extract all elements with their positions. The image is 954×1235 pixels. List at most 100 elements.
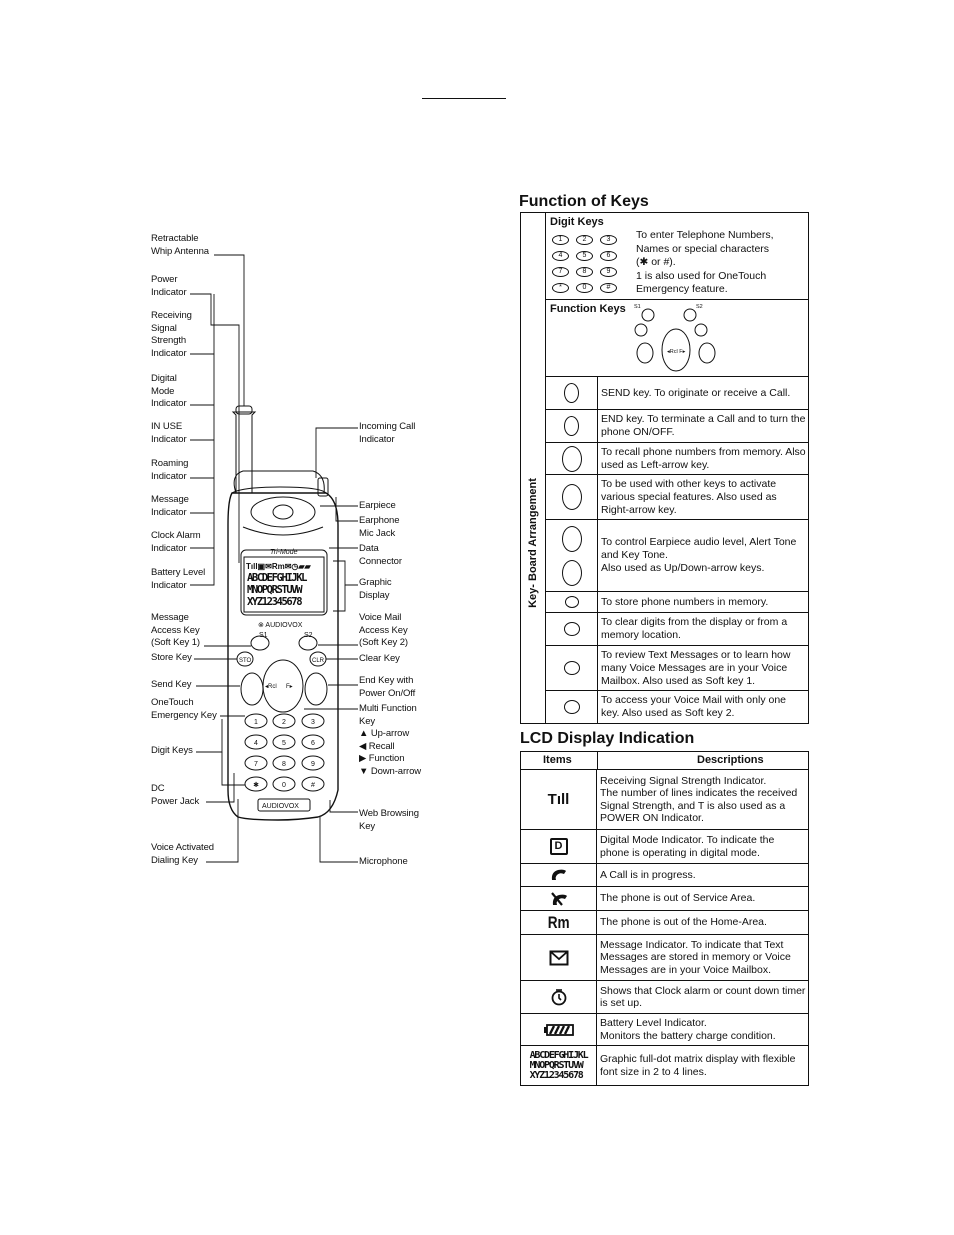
label-message-access-key: Message Access Key (Soft Key 1) [151,612,200,648]
keys-side-column: Key- Board Arrangement [521,213,546,723]
digit-key-9-icon: 9 [600,267,617,277]
graphic-display-icon: ABCDEFGHIJKL MNOPQRSTUVW XYZ12345678 [521,1046,597,1085]
key-desc-send: SEND key. To originate or receive a Call… [601,386,791,399]
key-desc-recall: To recall phone numbers from memory. Als… [601,445,806,471]
key-desc-clear: To clear digits from the display or from… [601,616,788,641]
label-web-browsing-key: Web Browsing Key [359,808,419,832]
message-icon [521,935,597,980]
phone-rcl-text: ◂Rcl [265,684,277,690]
lcd-col-descriptions: Descriptions [697,754,764,766]
label-digit-keys: Digit Keys [151,745,193,756]
label-voice-mail-access-key: Voice Mail Access Key (Soft Key 2) [359,612,408,648]
lcd-desc-digital-mode: Digital Mode Indicator. To indicate the … [600,834,775,859]
lcd-row-digital-mode: D Digital Mode Indicator. To indicate th… [521,830,808,864]
phone-brand-bottom-text: AUDIOVOX [262,803,299,810]
label-message-indicator: Message Indicator [151,494,189,518]
phone-tri-mode-text: Tri-Mode [270,549,298,556]
recall-key-icon [546,443,598,474]
label-earpiece: Earpiece [359,500,396,511]
lcd-row-message: Message Indicator. To indicate that Text… [521,935,808,981]
key-row-voicemail: To access your Voice Mail with only one … [546,691,808,723]
digit-key-star-icon: * [552,283,569,293]
label-end-key: End Key with Power On/Off [359,675,416,699]
svg-text:0: 0 [282,782,286,789]
lcd-row-roaming: Rm The phone is out of the Home-Area. [521,911,808,935]
label-graphic-display: Graphic Display [359,577,392,601]
lcd-desc-message: Message Indicator. To indicate that Text… [600,938,791,976]
svg-text:5: 5 [282,740,286,747]
antenna-drawing [231,411,257,494]
clear-key-icon [546,613,598,645]
svg-text:◂Rcl F▸: ◂Rcl F▸ [667,349,686,355]
phone-display-line-3: XYZ12345678 [247,596,302,608]
in-use-icon [521,864,597,886]
label-data-connector: Data Connector [359,543,402,567]
key-desc-message: To review Text Messages or to learn how … [601,648,791,687]
digit-key-8-icon: 8 [576,267,593,277]
svg-text:#: # [311,782,315,789]
label-send-key: Send Key [151,679,192,690]
phone-display-status-row: Tıll▣✉Rm✉◷▰▰ [246,562,312,571]
digit-key-pound-icon: # [600,283,617,293]
label-roaming-indicator: Roaming Indicator [151,458,189,482]
phone-display-line-1: ABCDEFGHIJKL [247,572,307,584]
lcd-row-no-service: The phone is out of Service Area. [521,887,808,911]
label-voice-activated-dialing-key: Voice Activated Dialing Key [151,842,214,866]
function-key-icon [546,475,598,519]
phone-display-line-2: MNOPQRSTUVW [247,584,303,596]
label-clock-alarm-indicator: Clock Alarm Indicator [151,530,201,554]
lcd-row-in-use: A Call is in progress. [521,864,808,887]
send-key-icon [546,377,598,409]
label-battery-level-indicator: Battery Level Indicator [151,567,206,591]
phone-diagram: Tri-Mode S1 S2 STO CLR ◂Rcl F▸ ⊗ AUDIOVO… [148,225,448,875]
digit-key-6-icon: 6 [600,251,617,261]
lcd-row-signal: Tıll Receiving Signal Strength Indicator… [521,770,808,830]
digit-key-1-icon: 1 [552,235,569,245]
digit-key-3-icon: 3 [600,235,617,245]
svg-text:6: 6 [311,740,315,747]
key-desc-function: To be used with other keys to activate v… [601,477,777,516]
label-onetouch-emergency-key: OneTouch Emergency Key [151,697,217,721]
lcd-desc-signal: Receiving Signal Strength Indicator. The… [600,774,798,825]
key-desc-up-down: To control Earpiece audio level, Alert T… [601,536,797,574]
keys-side-label: Key- Board Arrangement [527,478,539,608]
label-earphone-mic-jack: Earphone Mic Jack [359,515,400,539]
digit-keys-title: Digit Keys [550,216,604,228]
lcd-desc-graphic-display: Graphic full-dot matrix display with fle… [600,1053,796,1078]
digit-key-2-icon: 2 [576,235,593,245]
key-row-clear: To clear digits from the display or from… [546,613,808,646]
svg-text:9: 9 [311,761,315,768]
lcd-desc-battery: Battery Level Indicator. Monitors the ba… [600,1017,776,1042]
digit-key-4-icon: 4 [552,251,569,261]
lcd-display-table: Items Descriptions Tıll Receiving Signal… [520,751,809,1086]
fk-s1-text: S1 [634,304,641,310]
svg-text:8: 8 [282,761,286,768]
lcd-desc-in-use: A Call is in progress. [600,868,696,881]
lcd-desc-clock: Shows that Clock alarm or count down tim… [600,984,806,1010]
header-rule [422,98,506,99]
lcd-table-header: Items Descriptions [521,752,808,770]
svg-text:1: 1 [254,719,258,726]
key-row-function: To be used with other keys to activate v… [546,475,808,520]
phone-s2-text: S2 [304,632,313,639]
label-in-use-indicator: IN USE Indicator [151,421,187,445]
label-store-key: Store Key [151,652,192,663]
svg-text:✱: ✱ [253,781,259,789]
key-row-up-down: To control Earpiece audio level, Alert T… [546,520,808,592]
label-signal-strength-indicator: Receiving Signal Strength Indicator [151,310,192,359]
label-clear-key: Clear Key [359,653,400,664]
up-down-key-icon [546,520,598,591]
no-service-icon [521,887,597,910]
function-keys-row: Function Keys S1 S2 ◂Rcl F▸ [546,300,808,377]
key-row-end: END key. To terminate a Call and to turn… [546,410,808,443]
digit-key-7-icon: 7 [552,267,569,277]
function-of-keys-table: Key- Board Arrangement Digit Keys 1 2 3 … [520,212,809,724]
key-desc-voicemail: To access your Voice Mail with only one … [601,694,787,719]
lcd-col-items: Items [543,754,572,766]
label-microphone: Microphone [359,856,408,867]
lcd-desc-no-service: The phone is out of Service Area. [600,892,756,905]
phone-drawing: Tri-Mode S1 S2 STO CLR ◂Rcl F▸ ⊗ AUDIOVO… [190,254,358,863]
svg-text:2: 2 [282,719,286,726]
digit-key-0-icon: 0 [576,283,593,293]
key-row-send: SEND key. To originate or receive a Call… [546,377,808,410]
